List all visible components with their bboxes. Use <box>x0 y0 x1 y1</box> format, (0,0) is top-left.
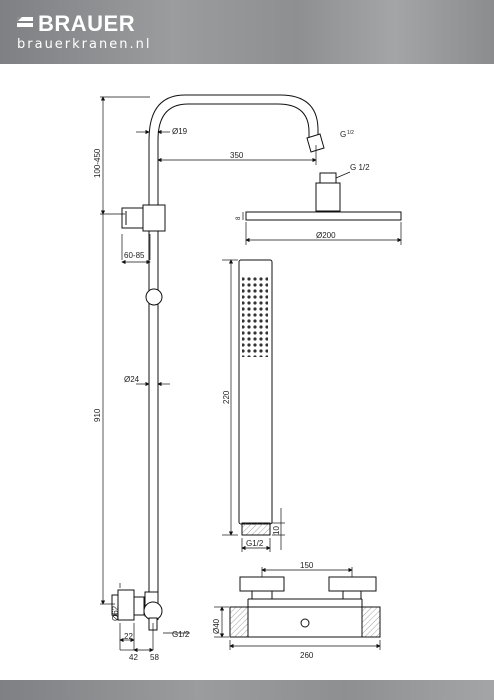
brauer-logo-icon <box>17 17 33 27</box>
height-adjust-label: 100-450 <box>93 148 102 178</box>
brand-website: brauerkranen.nl <box>17 37 152 52</box>
hand-shower <box>238 259 273 536</box>
arm-diameter-label: Ø19 <box>172 127 188 136</box>
footer-banner <box>0 680 494 700</box>
rail-diameter-label: Ø24 <box>124 375 140 384</box>
thermostatic-mixer <box>229 576 381 638</box>
total-height-label: 910 <box>93 408 102 422</box>
technical-drawing: 100-450 Ø19 350 G 1/2 G 1/2 8 Ø200 60-85… <box>93 94 402 662</box>
head-connection-label: G 1/2 <box>350 163 370 172</box>
inlet-thread-label: G1/2 <box>172 630 190 639</box>
column-dimensions <box>100 96 317 653</box>
head-thickness-label: 8 <box>236 216 242 220</box>
body-diameter-label: Ø40 <box>212 618 221 634</box>
overall-width-label: 260 <box>300 651 314 660</box>
handshower-length-label: 220 <box>222 390 231 404</box>
handshower-thread-label: G1/2 <box>246 539 264 548</box>
header-banner: BRAUER brauerkranen.nl <box>0 0 494 64</box>
handshower-dimensions <box>222 259 285 552</box>
arm-thread-label: G <box>340 130 346 139</box>
mixer-dimensions <box>214 567 381 650</box>
head-diameter-label: Ø200 <box>316 231 336 240</box>
arm-thread-fraction: 1/2 <box>347 130 354 136</box>
arm-length-label: 350 <box>230 151 244 160</box>
holder-range-label: 60-85 <box>124 251 145 260</box>
knob-diameter-label: Ø62 <box>111 605 120 621</box>
depth-22-label: 22 <box>124 632 133 641</box>
brand-name: BRAUER <box>38 11 136 36</box>
depth-42-label: 42 <box>129 653 138 662</box>
centers-label: 150 <box>300 561 314 570</box>
shower-column <box>111 94 402 631</box>
showerhead-dimensions <box>242 171 402 245</box>
handshower-end-label: 10 <box>272 526 281 535</box>
depth-58-label: 58 <box>150 653 159 662</box>
